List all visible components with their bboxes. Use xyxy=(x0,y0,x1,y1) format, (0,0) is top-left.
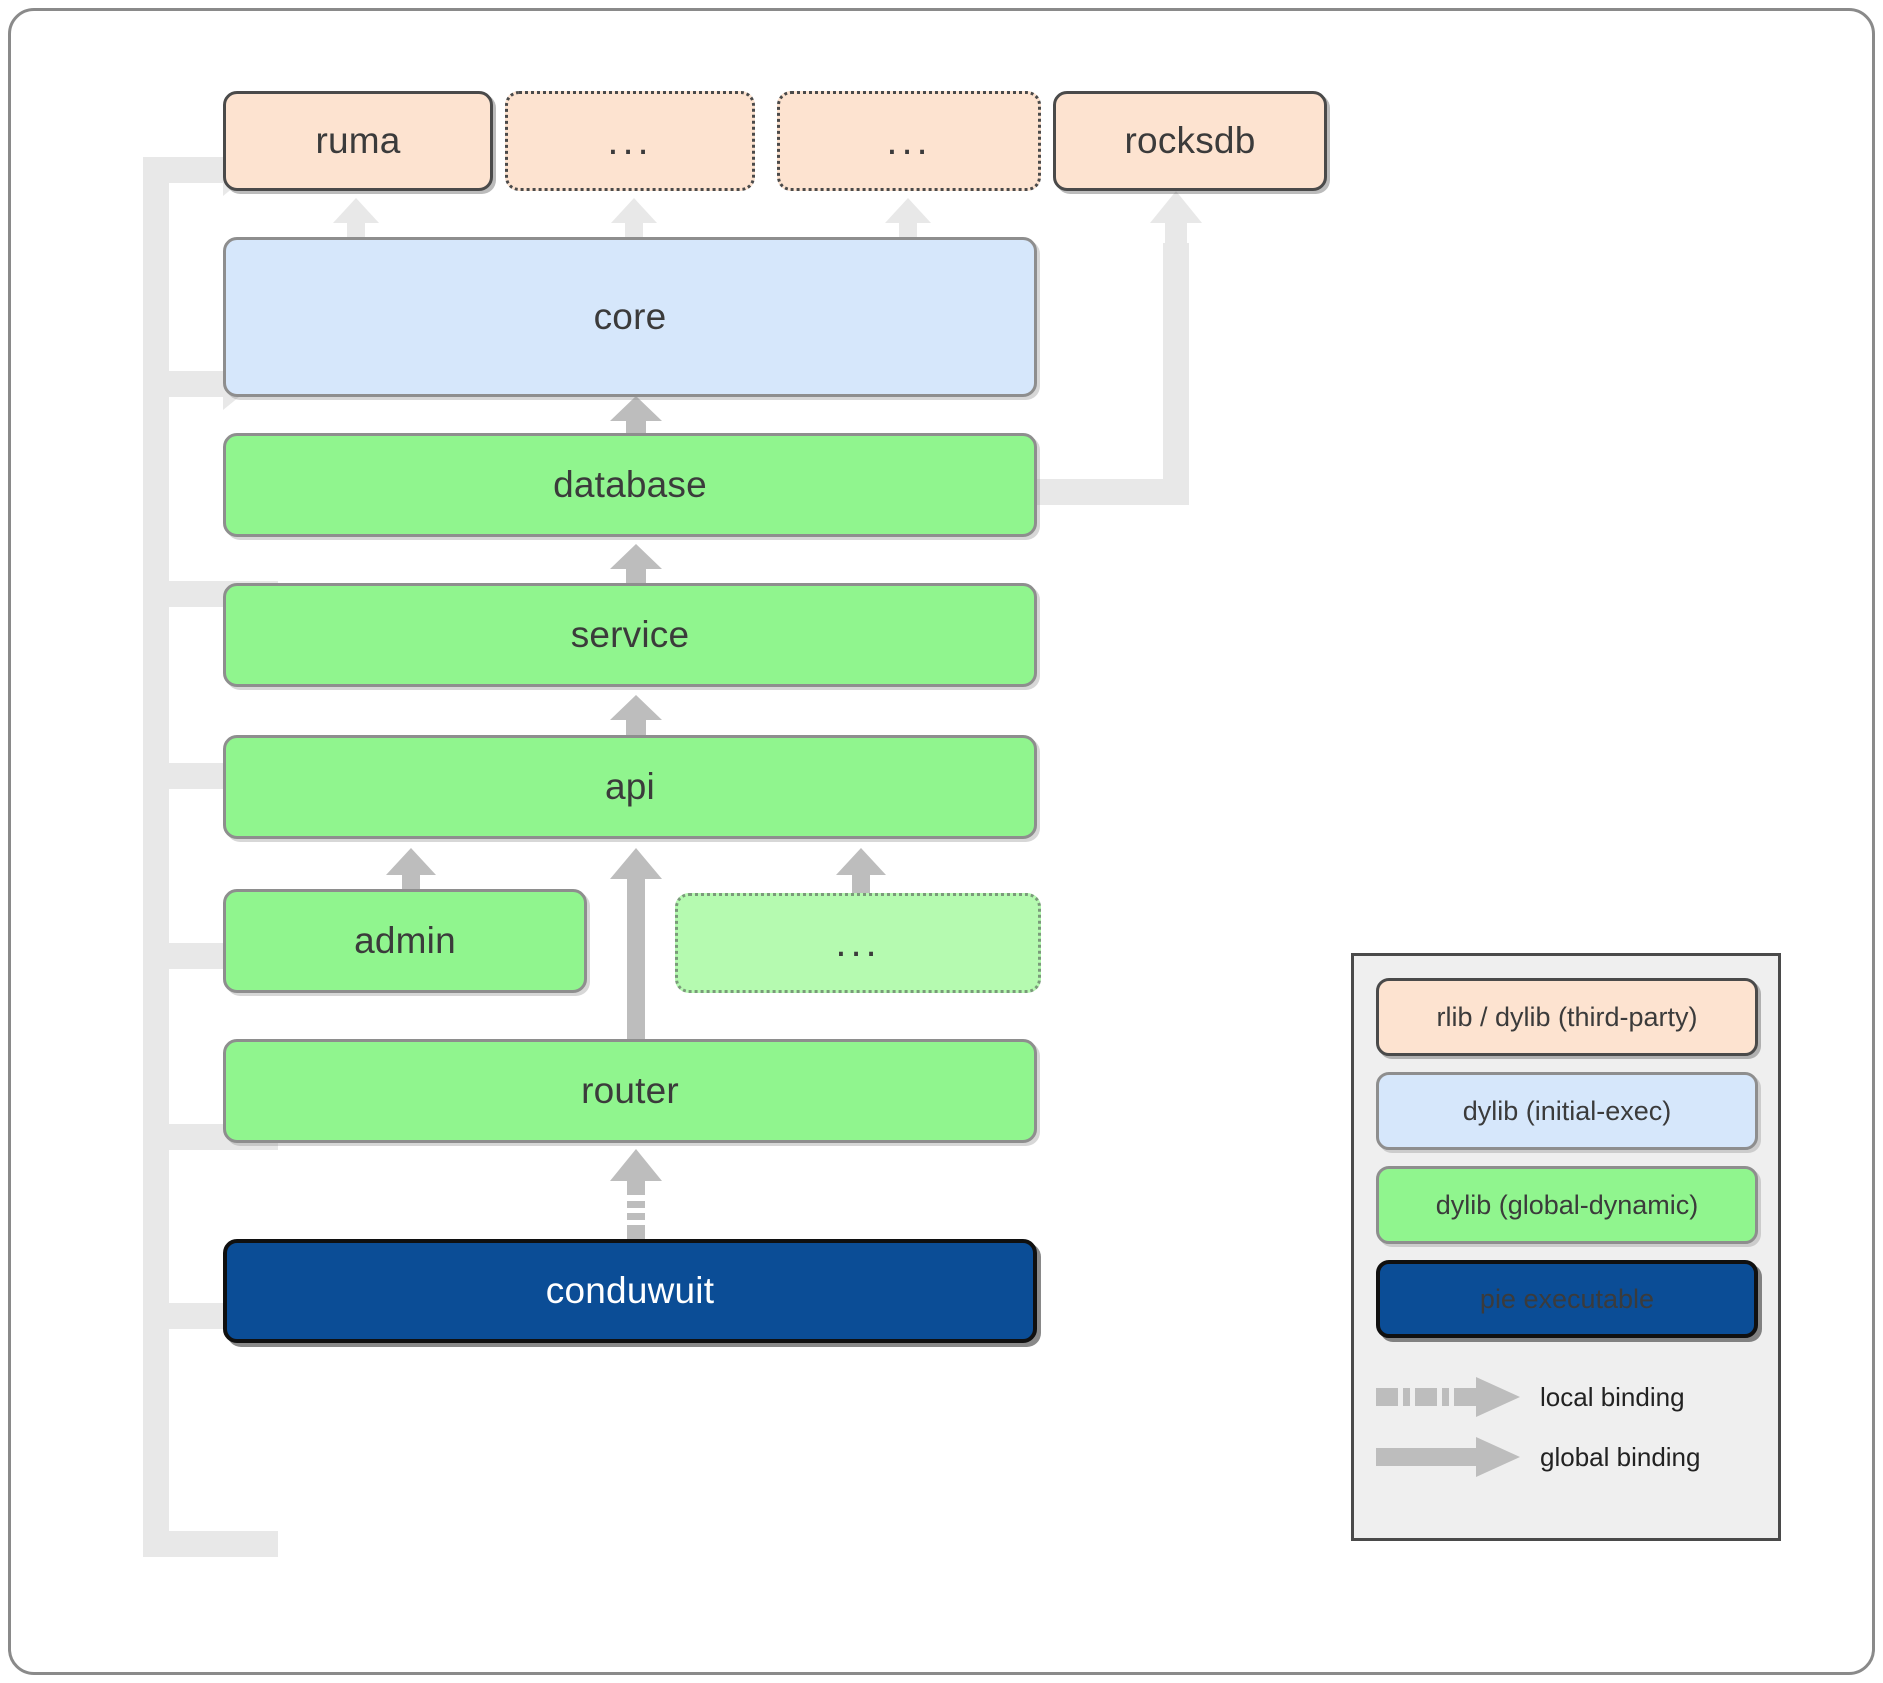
node-ruma[interactable]: ruma xyxy=(223,91,493,191)
arrow-router-to-api-icon xyxy=(610,848,662,1050)
arrow-admin-to-api-icon xyxy=(386,848,436,919)
arrow-into-rocksdb-icon xyxy=(1150,191,1202,259)
node-conduwuit-label: conduwuit xyxy=(545,1270,715,1311)
node-ruma-label: ruma xyxy=(315,120,401,161)
legend-label-pie-executable: pie executable xyxy=(1479,1283,1655,1314)
node-rocksdb-label: rocksdb xyxy=(1124,120,1256,161)
node-router-label: router xyxy=(581,1070,679,1111)
legend-label-global-binding: global binding xyxy=(1540,1441,1701,1472)
node-api[interactable]: api xyxy=(223,735,1037,839)
arrow-service-to-database-icon xyxy=(610,544,662,603)
node-third-party-b-label: ... xyxy=(886,119,932,163)
node-third-party-a-label: ... xyxy=(607,119,653,163)
node-admin-label: admin xyxy=(354,920,456,961)
arrow-core-to-third-b-icon xyxy=(885,198,931,257)
arrow-api-to-service-icon xyxy=(610,695,662,754)
global-binding-arrow-icon xyxy=(1376,1437,1520,1477)
legend-panel: rlib / dylib (third-party) dylib (initia… xyxy=(1351,953,1781,1541)
legend-label-global-dynamic: dylib (global-dynamic) xyxy=(1435,1189,1699,1220)
legend-label-third-party: rlib / dylib (third-party) xyxy=(1436,1001,1698,1032)
legend-label-initial-exec: dylib (initial-exec) xyxy=(1462,1095,1672,1126)
legend-swatch-pie-executable: pie executable xyxy=(1376,1260,1758,1338)
node-more-api-label: ... xyxy=(835,921,881,965)
legend-row-local-binding: local binding xyxy=(1376,1374,1762,1420)
diagram-frame: ruma ... ... rocksdb core database servi… xyxy=(8,8,1875,1675)
database-to-rocksdb-wire-h xyxy=(1031,479,1189,505)
node-third-party-a[interactable]: ... xyxy=(505,91,755,191)
arrow-core-to-third-a-icon xyxy=(611,198,657,257)
legend-swatch-third-party: rlib / dylib (third-party) xyxy=(1376,978,1758,1056)
node-core-label: core xyxy=(593,296,667,337)
arrow-more-to-api-icon xyxy=(836,848,886,919)
arrow-conduwuit-to-router-local-icon xyxy=(610,1149,662,1243)
node-more-api[interactable]: ... xyxy=(675,893,1041,993)
arrow-core-to-ruma-icon xyxy=(333,198,379,257)
node-conduwuit[interactable]: conduwuit xyxy=(223,1239,1037,1343)
local-binding-arrow-icon xyxy=(1376,1377,1520,1417)
legend-row-global-binding: global binding xyxy=(1376,1434,1762,1480)
arrow-database-to-core-icon xyxy=(610,396,662,455)
node-database[interactable]: database xyxy=(223,433,1037,537)
node-rocksdb[interactable]: rocksdb xyxy=(1053,91,1327,191)
legend-swatch-initial-exec: dylib (initial-exec) xyxy=(1376,1072,1758,1150)
branch-wire-conduwuit xyxy=(143,1531,278,1557)
database-to-rocksdb-wire-v xyxy=(1163,243,1189,505)
node-core[interactable]: core xyxy=(223,237,1037,397)
node-admin[interactable]: admin xyxy=(223,889,587,993)
legend-label-local-binding: local binding xyxy=(1540,1381,1685,1412)
left-trunk-wire xyxy=(143,157,169,1557)
node-api-label: api xyxy=(605,766,655,807)
node-service-label: service xyxy=(570,614,690,655)
node-service[interactable]: service xyxy=(223,583,1037,687)
node-third-party-b[interactable]: ... xyxy=(777,91,1041,191)
legend-swatch-global-dynamic: dylib (global-dynamic) xyxy=(1376,1166,1758,1244)
node-database-label: database xyxy=(553,464,707,505)
node-router[interactable]: router xyxy=(223,1039,1037,1143)
